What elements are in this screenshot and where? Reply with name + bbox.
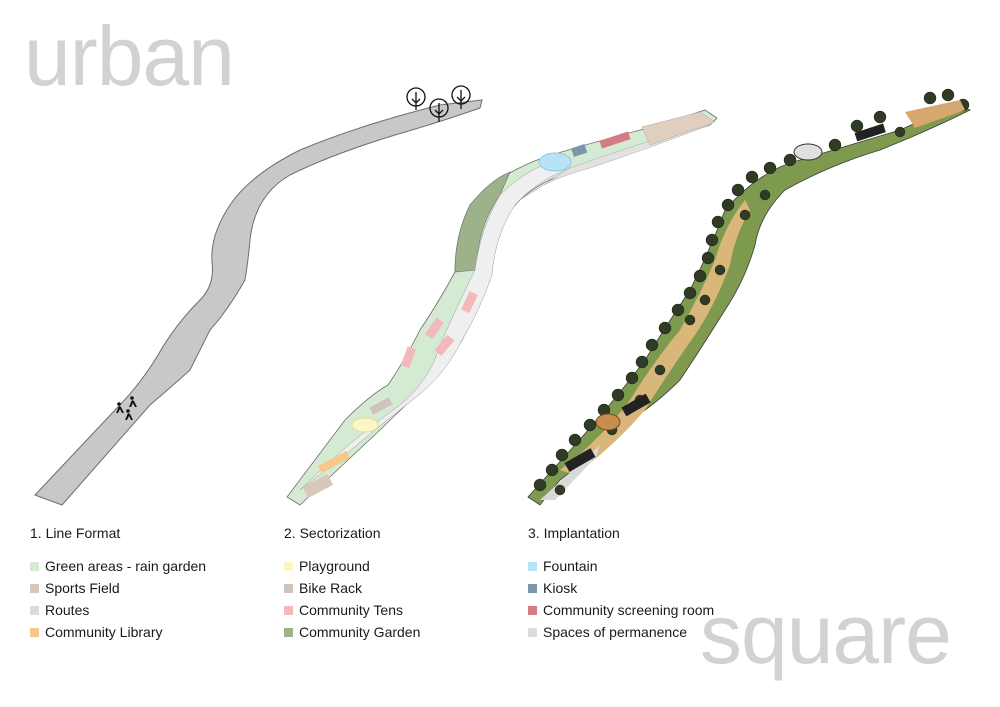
swatch bbox=[30, 627, 39, 637]
legend-item-green-areas: Green areas - rain garden bbox=[30, 555, 206, 577]
swatch bbox=[284, 605, 293, 615]
title-word-urban: urban bbox=[24, 9, 235, 103]
swatch bbox=[284, 561, 293, 571]
swatch bbox=[30, 561, 39, 571]
swatch bbox=[528, 627, 537, 637]
legend-item-bike-rack: Bike Rack bbox=[284, 577, 420, 599]
tree-icon bbox=[451, 85, 471, 109]
pedestrian-icon bbox=[116, 402, 124, 413]
legend-line-format: 1. Line Format Green areas - rain garden… bbox=[30, 525, 206, 643]
legend-item-community-garden: Community Garden bbox=[284, 621, 420, 643]
pedestrian-icon bbox=[129, 396, 137, 407]
legend-item-screening-room: Community screening room bbox=[528, 599, 714, 621]
implantation-diagram bbox=[527, 88, 972, 506]
panel-title-sectorization: 2. Sectorization bbox=[284, 525, 381, 541]
tree-icon bbox=[429, 98, 449, 122]
legend-item-spaces-of-permanence: Spaces of permanence bbox=[528, 621, 714, 643]
line-format-diagram bbox=[34, 85, 483, 506]
legend-sectorization: 2. Sectorization Playground Bike Rack Co… bbox=[284, 525, 420, 643]
title-word-square: square bbox=[700, 587, 952, 681]
legend-implantation: 3. Implantation Fountain Kiosk Community… bbox=[528, 525, 714, 643]
pedestrian-icon bbox=[125, 409, 133, 420]
panel-title-line-format: 1. Line Format bbox=[30, 525, 121, 541]
swatch bbox=[284, 583, 293, 593]
legend-item-sports-field: Sports Field bbox=[30, 577, 206, 599]
legend-item-fountain: Fountain bbox=[528, 555, 714, 577]
swatch bbox=[528, 605, 537, 615]
legend-item-routes: Routes bbox=[30, 599, 206, 621]
legend-item-playground: Playground bbox=[284, 555, 420, 577]
swatch bbox=[30, 605, 39, 615]
sectorization-diagram bbox=[286, 109, 718, 506]
legend-item-community-tens: Community Tens bbox=[284, 599, 420, 621]
panel-title-implantation: 3. Implantation bbox=[528, 525, 620, 541]
swatch bbox=[528, 561, 537, 571]
swatch bbox=[284, 627, 293, 637]
legend-item-kiosk: Kiosk bbox=[528, 577, 714, 599]
tree-icon bbox=[406, 87, 426, 110]
swatch bbox=[528, 583, 537, 593]
swatch bbox=[30, 583, 39, 593]
legend-item-community-library: Community Library bbox=[30, 621, 206, 643]
